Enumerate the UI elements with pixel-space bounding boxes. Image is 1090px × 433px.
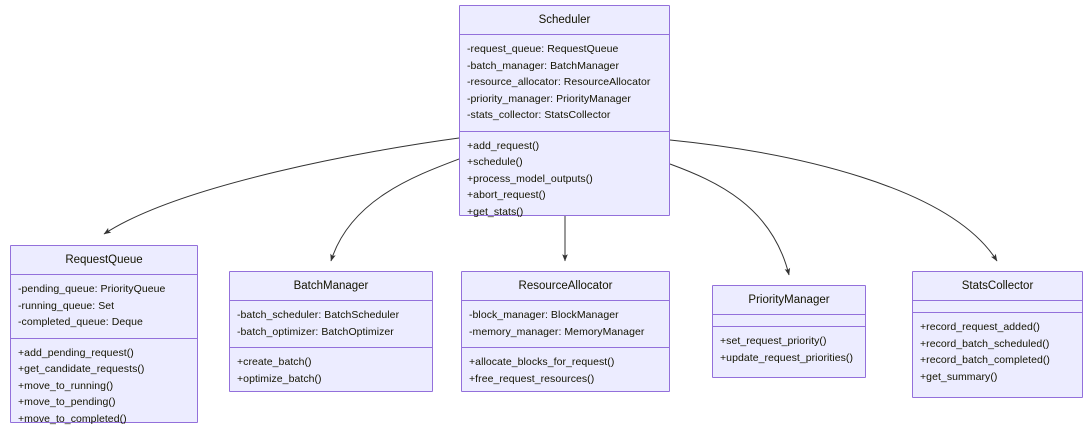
class-title: RequestQueue (65, 254, 143, 266)
class-methods: +allocate_blocks_for_request() +free_req… (462, 347, 669, 394)
class-attributes: -batch_scheduler: BatchScheduler -batch_… (230, 300, 432, 347)
class-method: +allocate_blocks_for_request() (469, 356, 615, 368)
class-box-batch-manager[interactable]: BatchManager -batch_scheduler: BatchSche… (229, 271, 433, 392)
class-title: ResourceAllocator (518, 280, 613, 292)
class-method: +update_request_priorities() (720, 351, 854, 364)
class-title: BatchManager (293, 280, 369, 292)
class-method: +get_summary() (920, 370, 998, 383)
class-title: PriorityManager (748, 294, 830, 306)
class-method: +free_request_resources() (469, 372, 595, 385)
edge-scheduler-to-batch-manager (330, 158, 460, 262)
class-attribute: -batch_manager: BatchManager (467, 59, 619, 72)
class-method: +get_candidate_requests() (18, 363, 145, 375)
class-methods: +add_pending_request() +get_candidate_re… (11, 337, 197, 433)
class-attribute: -running_queue: Set (18, 299, 115, 312)
class-method: +process_model_outputs() (467, 172, 593, 185)
class-attributes (913, 300, 1082, 312)
class-method: +optimize_batch() (237, 372, 322, 385)
class-title: Scheduler (538, 14, 591, 26)
edge-scheduler-to-request-queue (103, 137, 460, 235)
class-attribute: -completed_queue: Deque (18, 316, 143, 328)
edge-scheduler-to-stats-collector (669, 139, 998, 262)
class-attribute: -request_queue: RequestQueue (467, 43, 619, 55)
class-methods: +record_request_added() +record_batch_sc… (913, 312, 1082, 392)
class-attributes: -pending_queue: PriorityQueue -running_q… (11, 274, 197, 338)
class-method: +schedule() (467, 156, 523, 168)
class-attributes (713, 314, 865, 326)
class-attribute: -batch_scheduler: BatchScheduler (237, 309, 400, 321)
class-attribute: -resource_allocator: ResourceAllocator (467, 76, 651, 88)
class-attribute: -batch_optimizer: BatchOptimizer (237, 325, 394, 338)
class-attribute: -priority_manager: PriorityManager (467, 92, 631, 105)
class-method: +set_request_priority() (720, 335, 827, 347)
class-method: +record_request_added() (920, 321, 1040, 333)
class-box-stats-collector[interactable]: StatsCollector +record_request_added() +… (912, 271, 1083, 398)
class-box-resource-allocator[interactable]: ResourceAllocator -block_manager: BlockM… (461, 271, 670, 392)
class-method: +create_batch() (237, 356, 312, 368)
class-methods: +add_request() +schedule() +process_mode… (460, 130, 669, 228)
class-method: +add_pending_request() (18, 346, 134, 359)
class-method: +abort_request() (467, 189, 546, 201)
class-method: +add_request() (467, 139, 540, 152)
class-attributes: -request_queue: RequestQueue -batch_mana… (460, 34, 669, 131)
class-method: +move_to_completed() (18, 412, 127, 425)
class-method: +move_to_pending() (18, 396, 116, 408)
class-method: +get_stats() (467, 205, 524, 218)
class-attribute: -stats_collector: StatsCollector (467, 109, 611, 121)
class-methods: +set_request_priority() +update_request_… (713, 326, 865, 373)
class-attribute: -pending_queue: PriorityQueue (18, 283, 166, 295)
class-box-priority-manager[interactable]: PriorityManager +set_request_priority() … (712, 285, 866, 378)
class-method: +move_to_running() (18, 379, 114, 392)
class-box-scheduler[interactable]: Scheduler -request_queue: RequestQueue -… (459, 5, 670, 218)
class-attribute: -block_manager: BlockManager (469, 309, 619, 321)
class-methods: +create_batch() +optimize_batch() (230, 347, 432, 394)
class-method: +record_batch_scheduled() (920, 337, 1050, 350)
class-box-request-queue[interactable]: RequestQueue -pending_queue: PriorityQue… (10, 245, 198, 425)
edge-scheduler-to-priority-manager (669, 163, 791, 276)
class-attributes: -block_manager: BlockManager -memory_man… (462, 300, 669, 347)
class-method: +record_batch_completed() (920, 354, 1050, 366)
class-attribute: -memory_manager: MemoryManager (469, 325, 645, 338)
class-title: StatsCollector (961, 280, 1034, 292)
